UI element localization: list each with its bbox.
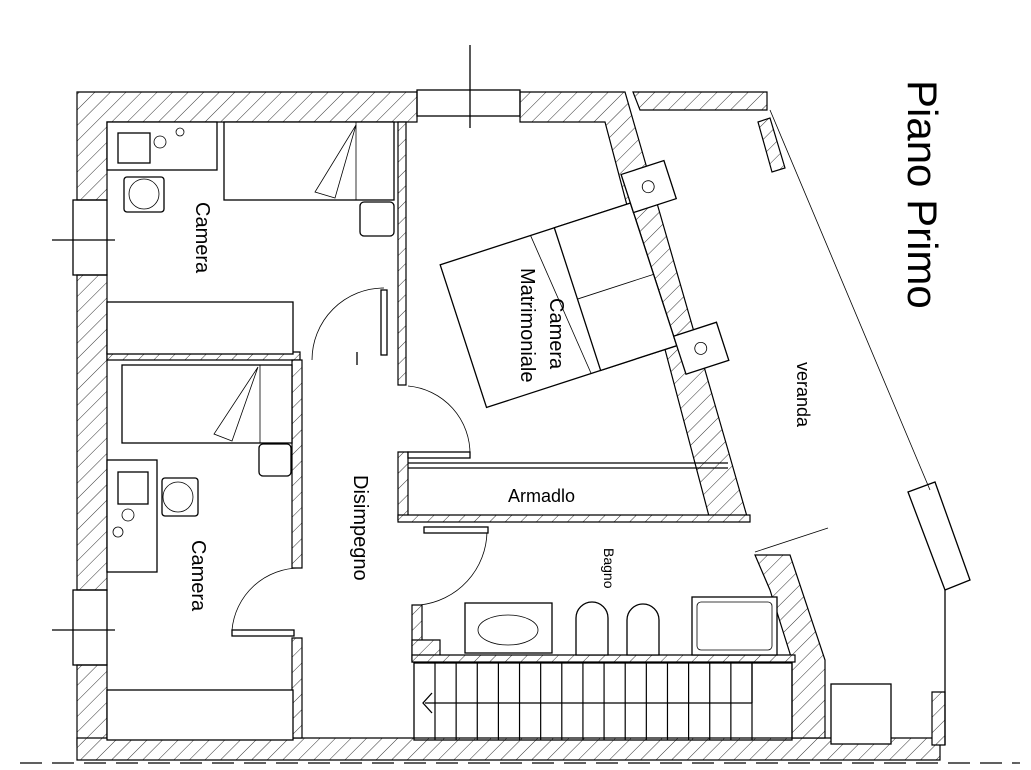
plan-title: Piano Primo [899, 80, 946, 309]
label-camera-matrimoniale-2: Matrimoniale [516, 268, 538, 382]
bagno-fixtures [464, 596, 778, 656]
veranda-outline [754, 109, 971, 745]
stairs [413, 662, 793, 741]
camera-bottom-furniture [106, 364, 294, 741]
double-bed [439, 159, 730, 409]
label-camera-matrimoniale-1: Camera [545, 298, 567, 370]
label-bagno: Bagno [601, 548, 617, 589]
window-top [416, 45, 521, 128]
label-camera-top: Camera [191, 202, 213, 274]
label-armadio: Armadlo [508, 486, 575, 506]
camera-top-furniture [106, 121, 395, 355]
window-left-top [52, 199, 115, 276]
armadio-furniture [408, 462, 728, 469]
label-camera-bottom: Camera [187, 540, 209, 612]
label-veranda: veranda [793, 362, 813, 428]
label-disimpegno: Disimpegno [349, 475, 371, 581]
window-left-bottom [52, 589, 115, 666]
doors [231, 287, 489, 637]
